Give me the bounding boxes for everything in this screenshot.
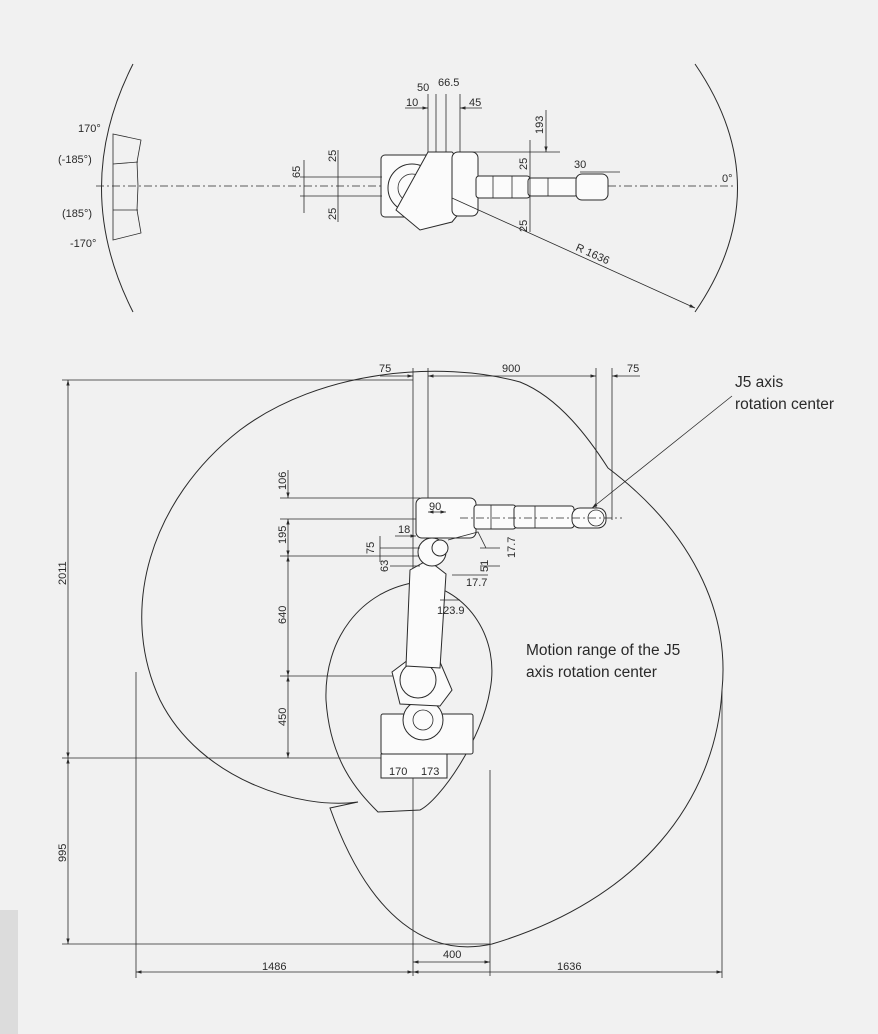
dim-66-5: 66.5 xyxy=(438,77,459,89)
dim-400: 400 xyxy=(443,949,461,961)
top-view-left-arc xyxy=(101,63,134,313)
dim-25-lower-right: 25 xyxy=(518,220,530,232)
top-view-right-arc xyxy=(694,63,738,313)
angle-neg-185: (-185°) xyxy=(58,154,92,166)
dim-17-7-horizontal: 17.7 xyxy=(466,577,487,589)
dim-25-upper-right: 25 xyxy=(518,158,530,170)
dim-75-right: 75 xyxy=(627,363,639,375)
top-view: 170° (-185°) (185°) -170° 0° xyxy=(58,63,738,313)
dim-1636: 1636 xyxy=(557,961,581,973)
robot-side-view xyxy=(380,497,622,779)
dim-123-9: 123.9 xyxy=(437,605,465,617)
dim-45: 45 xyxy=(469,97,481,109)
dim-450: 450 xyxy=(277,708,289,726)
dim-75-detail: 75 xyxy=(365,542,377,554)
angle-0: 0° xyxy=(722,173,733,185)
dim-170: 170 xyxy=(389,766,407,778)
dim-193: 193 xyxy=(534,116,546,134)
dim-18: 18 xyxy=(398,524,410,536)
angle-scale-block xyxy=(112,133,142,241)
dim-30: 30 xyxy=(574,159,586,171)
dim-radius: R 1636 xyxy=(574,242,611,267)
dim-10: 10 xyxy=(406,97,418,109)
dim-51: 51 xyxy=(479,560,491,572)
dim-25-upper-left: 25 xyxy=(327,150,339,162)
dim-50: 50 xyxy=(417,82,429,94)
motion-range-outer xyxy=(141,370,724,948)
scroll-strip xyxy=(0,910,18,1034)
dim-106: 106 xyxy=(277,472,289,490)
j5-label-line1: J5 axis xyxy=(735,374,783,391)
dim-1486: 1486 xyxy=(262,961,286,973)
dim-25-lower-left: 25 xyxy=(327,208,339,220)
motion-range-label-line1: Motion range of the J5 xyxy=(526,642,680,659)
dim-65: 65 xyxy=(291,166,303,178)
side-view: 75 900 75 2011 995 106 195 640 450 xyxy=(57,363,834,978)
dim-640: 640 xyxy=(277,606,289,624)
dim-90: 90 xyxy=(429,501,441,513)
dim-63: 63 xyxy=(379,560,391,572)
j5-leader-line xyxy=(591,395,733,509)
dim-17-7-vertical: 17.7 xyxy=(506,537,518,558)
dim-173: 173 xyxy=(421,766,439,778)
dim-75-left: 75 xyxy=(379,363,391,375)
motion-range-inner xyxy=(325,581,493,813)
dim-2011: 2011 xyxy=(57,561,69,585)
angle-185: (185°) xyxy=(62,208,92,220)
dim-995: 995 xyxy=(57,844,69,862)
motion-range-label-line2: axis rotation center xyxy=(526,664,657,681)
dim-900: 900 xyxy=(502,363,520,375)
robot-top-view xyxy=(380,151,609,231)
angle-170: 170° xyxy=(78,123,101,135)
angle-neg-170: -170° xyxy=(70,238,96,250)
j5-label-line2: rotation center xyxy=(735,396,834,413)
dim-195: 195 xyxy=(277,526,289,544)
